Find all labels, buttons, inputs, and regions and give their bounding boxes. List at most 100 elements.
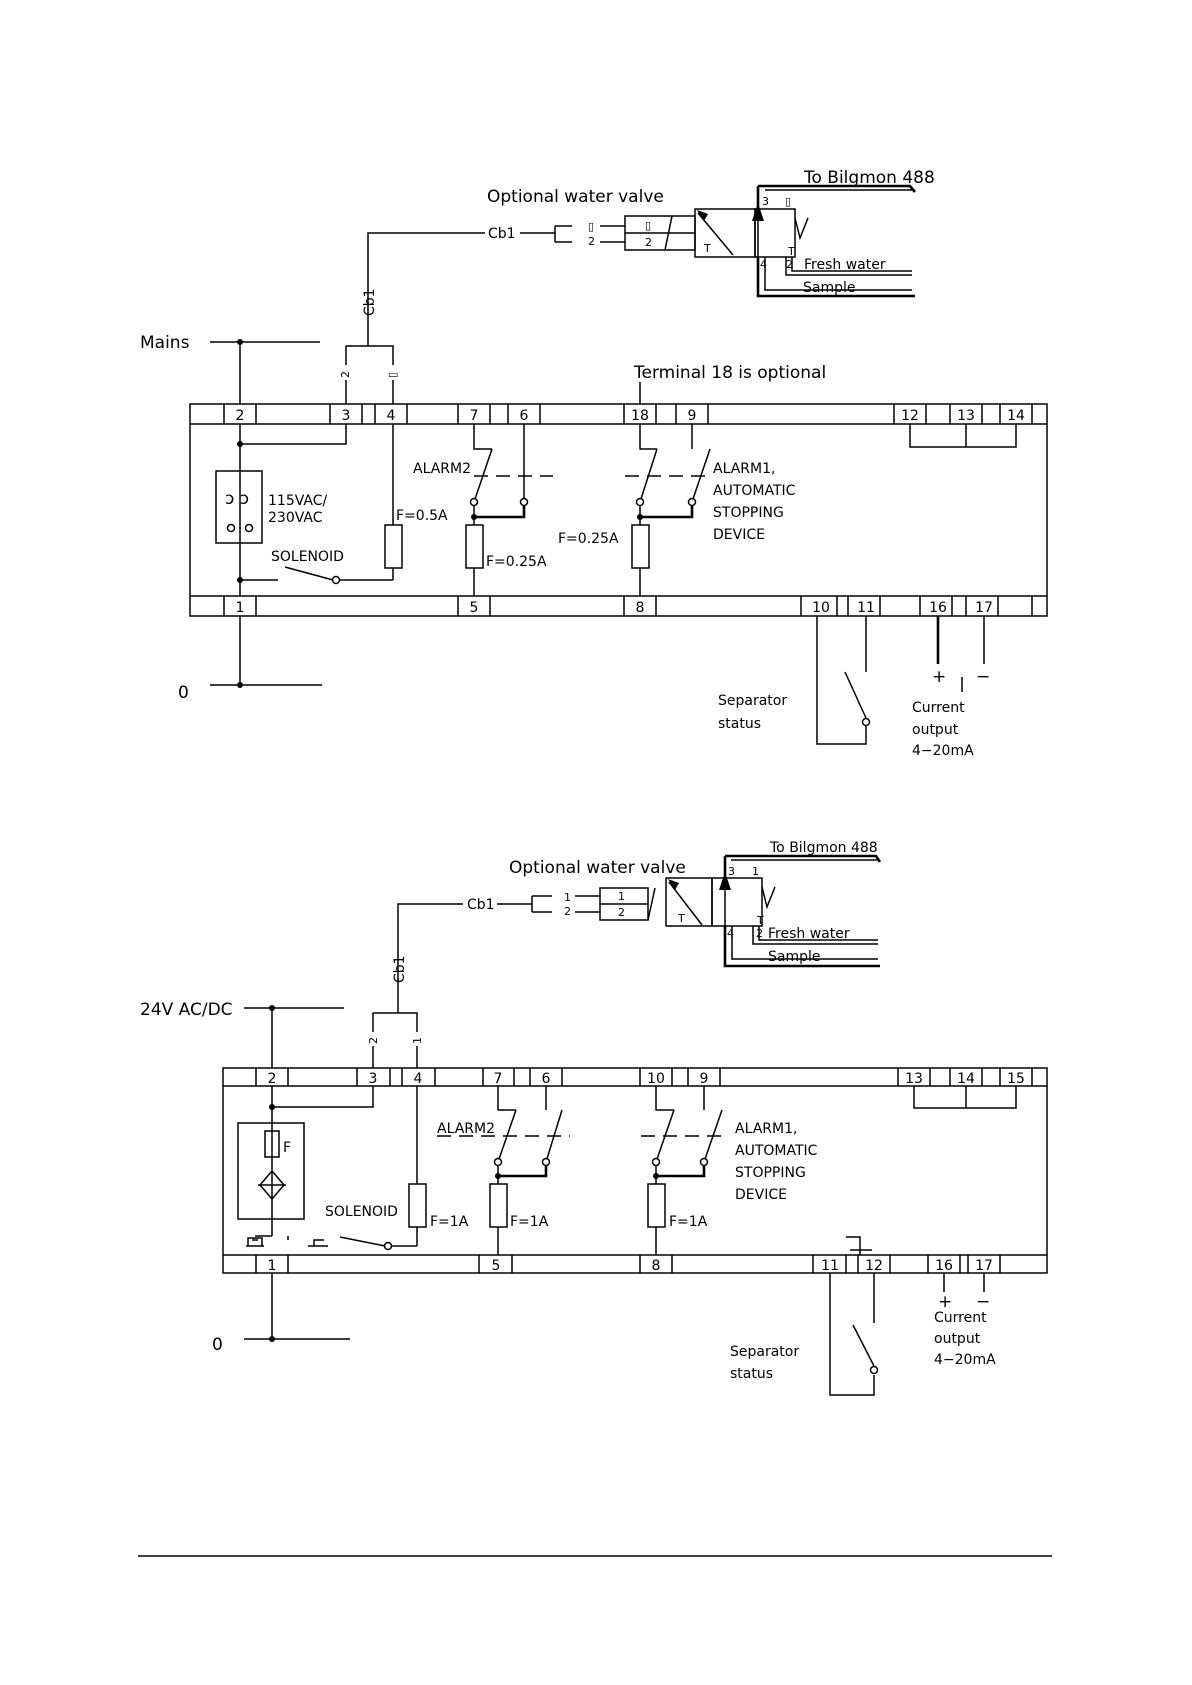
coil2-pin-1: 1 — [618, 890, 625, 903]
alarm1-line-4: DEVICE — [713, 527, 765, 543]
water-valve-2: Optional water valve To Bilgmon 488 3 1 … — [367, 840, 882, 1068]
internal-fuse-label: F — [283, 1140, 291, 1156]
terminal-12: 12 — [901, 408, 919, 424]
terminal-14: 14 — [1007, 408, 1025, 424]
cable-pin-b: ▯ — [386, 372, 399, 378]
coil-pin-2: 2 — [645, 236, 652, 249]
supply-label-1: 115VAC/ — [268, 493, 328, 509]
t2-terminal-10: 10 — [647, 1071, 665, 1087]
current-line-3: 4−20mA — [912, 743, 974, 759]
t2-terminal-14: 14 — [957, 1071, 975, 1087]
minus-sign-2: − — [976, 1292, 990, 1312]
cable-label-h-2: Cb1 — [467, 897, 495, 913]
fuse-alarm2-2 — [489, 1183, 508, 1228]
alarm2-label: ALARM2 — [413, 461, 471, 477]
to-bilgmon-label: To Bilgmon 488 — [803, 168, 935, 188]
terminal-3: 3 — [342, 408, 351, 424]
terminal-4: 4 — [387, 408, 396, 424]
solenoid-label-2: SOLENOID — [325, 1204, 398, 1220]
fuse-main-label: F=0.5A — [396, 508, 448, 524]
terminal-16: 16 — [929, 600, 947, 616]
alarm1-2-line-3: STOPPING — [735, 1165, 806, 1181]
t2-terminal-9: 9 — [700, 1071, 709, 1087]
valve-port-4: 4 — [760, 258, 767, 271]
t2-terminal-8: 8 — [652, 1258, 661, 1274]
terminal-board-2: 2 3 4 7 6 10 9 13 14 15 1 5 8 11 12 16 1… — [222, 1067, 1048, 1274]
zero-label-2: 0 — [212, 1335, 223, 1355]
t2-terminal-2: 2 — [268, 1071, 277, 1087]
cable-label-v-2: Cb1 — [392, 955, 408, 983]
coil-pin-b: ▯ — [645, 219, 651, 232]
terminal-10: 10 — [812, 600, 830, 616]
plug-pin-2: 2 — [588, 235, 595, 248]
terminal-5: 5 — [470, 600, 479, 616]
solenoid-label: SOLENOID — [271, 549, 344, 565]
current-2-line-1: Current — [934, 1310, 987, 1326]
terminal-7: 7 — [470, 408, 479, 424]
fuse-alarm1 — [631, 524, 650, 569]
valve-title: Optional water valve — [487, 187, 664, 207]
separator-2-line-1: Separator — [730, 1344, 799, 1360]
internal-fuse — [264, 1130, 280, 1158]
alarm1-line-3: STOPPING — [713, 505, 784, 521]
t2-terminal-5: 5 — [492, 1258, 501, 1274]
valve-port-2: 2 — [786, 258, 793, 271]
terminal-17: 17 — [975, 600, 993, 616]
sample-label: Sample — [803, 280, 856, 296]
to-bilgmon-label-2: To Bilgmon 488 — [769, 840, 878, 856]
t2-terminal-7: 7 — [494, 1071, 503, 1087]
terminal-18: 18 — [631, 408, 649, 424]
fuse-alarm1-label: F=0.25A — [558, 531, 619, 547]
cable2-pin-2: 2 — [367, 1037, 380, 1044]
t2-terminal-6: 6 — [542, 1071, 551, 1087]
valve2-t-a: T — [677, 912, 685, 925]
alarm1-2-line-2: AUTOMATIC — [735, 1143, 818, 1159]
alarm1-line-1: ALARM1, — [713, 461, 775, 477]
fuse-alarm1-2 — [647, 1183, 666, 1228]
alarm1-line-2: AUTOMATIC — [713, 483, 796, 499]
valve-t-a: T — [703, 242, 711, 255]
cable-label-v: Cb1 — [362, 288, 378, 316]
valve2-port-3: 3 — [728, 865, 735, 878]
fuse-main-2 — [408, 1183, 427, 1228]
power-supply-box — [215, 470, 263, 544]
sample-label-2: Sample — [768, 949, 821, 965]
cable2-pin-1: 1 — [411, 1037, 424, 1044]
t2-terminal-15: 15 — [1007, 1071, 1025, 1087]
valve2-port-1: 1 — [752, 865, 759, 878]
terminal-18-note: Terminal 18 is optional — [633, 363, 826, 383]
terminal-13: 13 — [957, 408, 975, 424]
diagram-2: Optional water valve To Bilgmon 488 3 1 … — [140, 840, 1048, 1396]
fuse-alarm2 — [465, 524, 484, 569]
valve2-t-b: T — [756, 914, 764, 927]
plug2-pin-1: 1 — [564, 891, 571, 904]
t2-terminal-16: 16 — [935, 1258, 953, 1274]
valve-port-3: 3 — [762, 195, 769, 208]
separator-2-line-2: status — [730, 1366, 773, 1382]
t2-terminal-13: 13 — [905, 1071, 923, 1087]
t2-terminal-11: 11 — [821, 1258, 839, 1274]
alarm1-2-line-4: DEVICE — [735, 1187, 787, 1203]
plug2-pin-2: 2 — [564, 905, 571, 918]
t2-terminal-12: 12 — [865, 1258, 883, 1274]
zero-label: 0 — [178, 683, 189, 703]
current-2-line-3: 4−20mA — [934, 1352, 996, 1368]
supply-module-box — [237, 1122, 305, 1220]
valve2-port-4: 4 — [727, 927, 734, 940]
fresh-water-label-2: Fresh water — [768, 926, 850, 942]
terminal-11: 11 — [857, 600, 875, 616]
fuse-main-label-2: F=1A — [430, 1214, 469, 1230]
current-line-1: Current — [912, 700, 965, 716]
separator-line-2: status — [718, 716, 761, 732]
coil2-pin-2: 2 — [618, 906, 625, 919]
fuse-main — [384, 524, 403, 569]
rectifier-icon — [259, 1169, 285, 1201]
plug-pin-b: ▯ — [588, 220, 594, 233]
water-valve-1: Optional water valve To Bilgmon 488 3 ▯ … — [339, 168, 935, 404]
supply-symbol: ↄ ↄ — [225, 489, 249, 509]
plus-sign: + — [932, 667, 946, 687]
supply-label-2: 230VAC — [268, 510, 323, 526]
alarm2-label-2: ALARM2 — [437, 1121, 495, 1137]
minus-sign: − — [976, 667, 990, 687]
